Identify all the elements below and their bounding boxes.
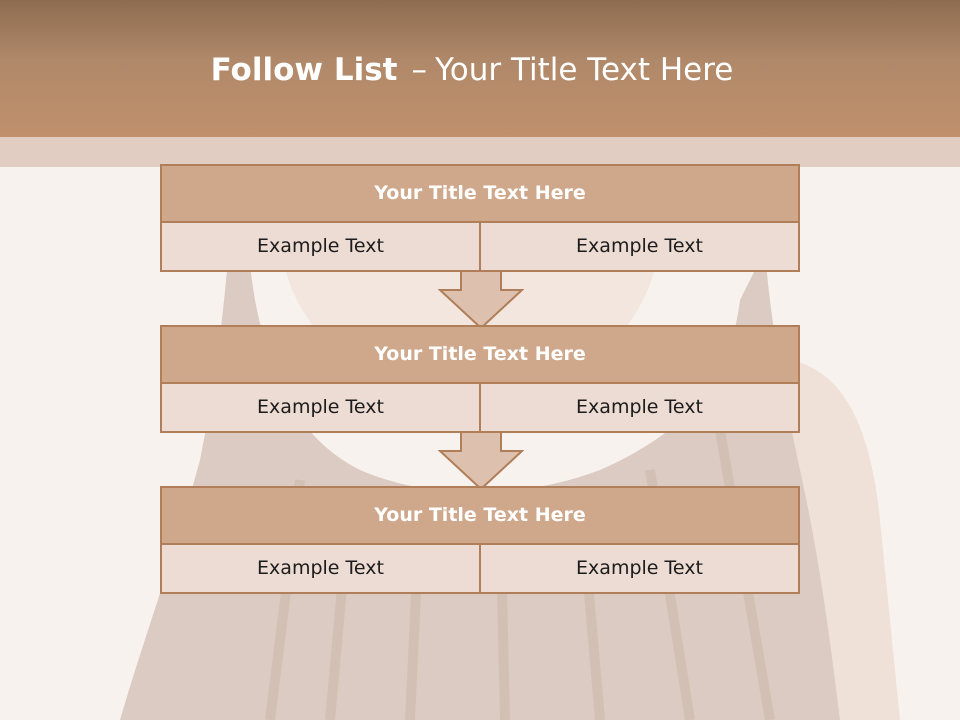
slide-title: Follow List–Your Title Text Here bbox=[0, 52, 944, 88]
slide-title-bold: Follow List bbox=[210, 52, 398, 88]
block-cell-right: Example Text bbox=[479, 545, 798, 592]
down-arrow-icon bbox=[438, 270, 524, 330]
block-title: Your Title Text Here bbox=[162, 166, 798, 223]
header-band bbox=[0, 0, 960, 137]
block-title: Your Title Text Here bbox=[162, 327, 798, 384]
block-cell-left: Example Text bbox=[257, 235, 384, 257]
block-cell-right: Example Text bbox=[479, 384, 798, 431]
list-block-2: Your Title Text Here Example Text Exampl… bbox=[160, 325, 800, 433]
down-arrow-icon bbox=[438, 431, 524, 491]
block-cell-right: Example Text bbox=[479, 223, 798, 270]
block-cell-left: Example Text bbox=[257, 557, 384, 579]
block-row: Example Text Example Text bbox=[162, 545, 798, 592]
slide-title-rest: Your Title Text Here bbox=[434, 52, 734, 88]
slide-title-dash: – bbox=[411, 52, 427, 88]
block-row: Example Text Example Text bbox=[162, 223, 798, 270]
block-title: Your Title Text Here bbox=[162, 488, 798, 545]
list-block-3: Your Title Text Here Example Text Exampl… bbox=[160, 486, 800, 594]
header-sub-band bbox=[0, 137, 960, 167]
block-row: Example Text Example Text bbox=[162, 384, 798, 431]
list-block-1: Your Title Text Here Example Text Exampl… bbox=[160, 164, 800, 272]
block-cell-left: Example Text bbox=[257, 396, 384, 418]
background-hair-strands bbox=[265, 429, 775, 720]
